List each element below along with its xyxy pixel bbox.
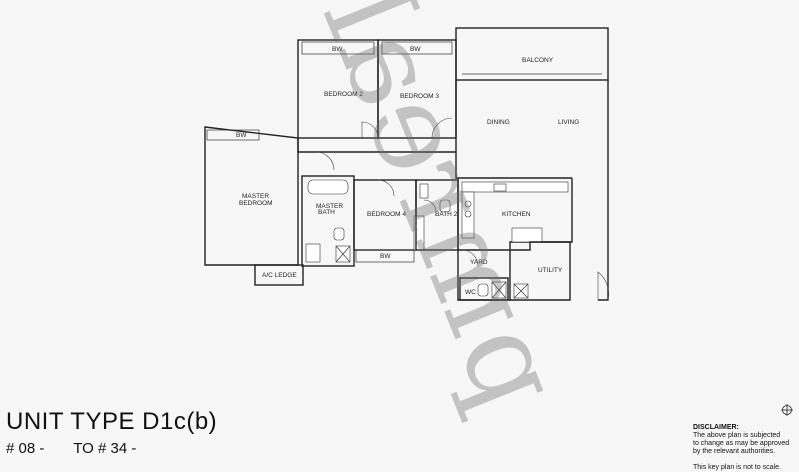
bath-2-sink-icon	[419, 183, 429, 199]
fridge-icon	[511, 227, 543, 243]
disclaimer-line-2: to change as may be approved	[693, 440, 790, 447]
bedroom-2-room: BW BEDROOM 2	[297, 39, 379, 139]
bedroom-2-label: BEDROOM 2	[324, 91, 363, 98]
bath-2-toilet-icon	[439, 199, 451, 213]
bw-label-2: BW	[410, 46, 421, 53]
disclaimer-line-1: The above plan is subjected	[693, 432, 781, 439]
kitchen-counter-icon	[461, 181, 569, 193]
balcony-label: BALCONY	[522, 57, 554, 64]
bathtub-icon	[307, 179, 349, 195]
bedroom-3-room: BW BEDROOM 3	[377, 39, 457, 139]
disclaimer-title: DISCLAIMER:	[693, 424, 739, 431]
bw-label-3: BW	[236, 132, 247, 139]
hob-icon	[464, 200, 472, 208]
ac-ledge: A/C LEDGE	[254, 264, 304, 286]
unit-type-title: UNIT TYPE D1c(b)	[6, 408, 218, 435]
master-bath-label-2: BATH	[318, 209, 335, 216]
balcony-room: BALCONY	[455, 27, 609, 81]
master-bay-window: BW	[206, 129, 260, 141]
wc-toilet-icon	[477, 283, 489, 297]
master-bath-room: MASTER BATH	[301, 175, 355, 267]
wc-room: WC	[459, 277, 509, 301]
disclaimer-line-3: by the relevant authorities.	[693, 448, 776, 455]
master-bedroom-label-1: MASTER	[242, 193, 269, 200]
kitchen-sink-icon	[493, 183, 507, 192]
vanity-icon	[305, 243, 321, 263]
disclaimer-block: DISCLAIMER: The above plan is subjected …	[693, 424, 797, 472]
bedroom-3-label: BEDROOM 3	[400, 93, 439, 100]
bw-label-4: BW	[380, 253, 391, 260]
dining-label: DINING	[487, 119, 510, 126]
master-bedroom-room: MASTER BEDROOM	[204, 126, 299, 266]
bw-label-1: BW	[332, 46, 343, 53]
living-dining-room: DINING LIVING	[455, 80, 609, 301]
living-label: LIVING	[558, 119, 579, 126]
ac-ledge-label: A/C LEDGE	[262, 272, 297, 279]
corridor	[297, 138, 456, 171]
yard-label: YARD	[470, 259, 488, 266]
utility-label: UTILITY	[538, 267, 563, 274]
toilet-icon	[333, 227, 345, 241]
disclaimer-footer: This key plan is not to scale.	[693, 464, 781, 471]
north-arrow-icon	[781, 404, 793, 416]
wc-label: WC	[465, 289, 476, 296]
kitchen-label: KITCHEN	[502, 211, 531, 218]
bath-2-label: BATH 2	[435, 211, 458, 218]
master-bath-label-1: MASTER	[316, 203, 343, 210]
bedroom-4-room: BEDROOM 4 BW	[353, 179, 425, 263]
master-bedroom-label-2: BEDROOM	[239, 200, 273, 207]
kitchen-room: KITCHEN	[457, 178, 573, 251]
floor-range: # 08 - TO # 34 -	[6, 440, 137, 457]
utility-room: UTILITY	[510, 241, 571, 301]
bedroom-4-label: BEDROOM 4	[367, 211, 406, 218]
bedroom-2-door	[361, 121, 379, 139]
